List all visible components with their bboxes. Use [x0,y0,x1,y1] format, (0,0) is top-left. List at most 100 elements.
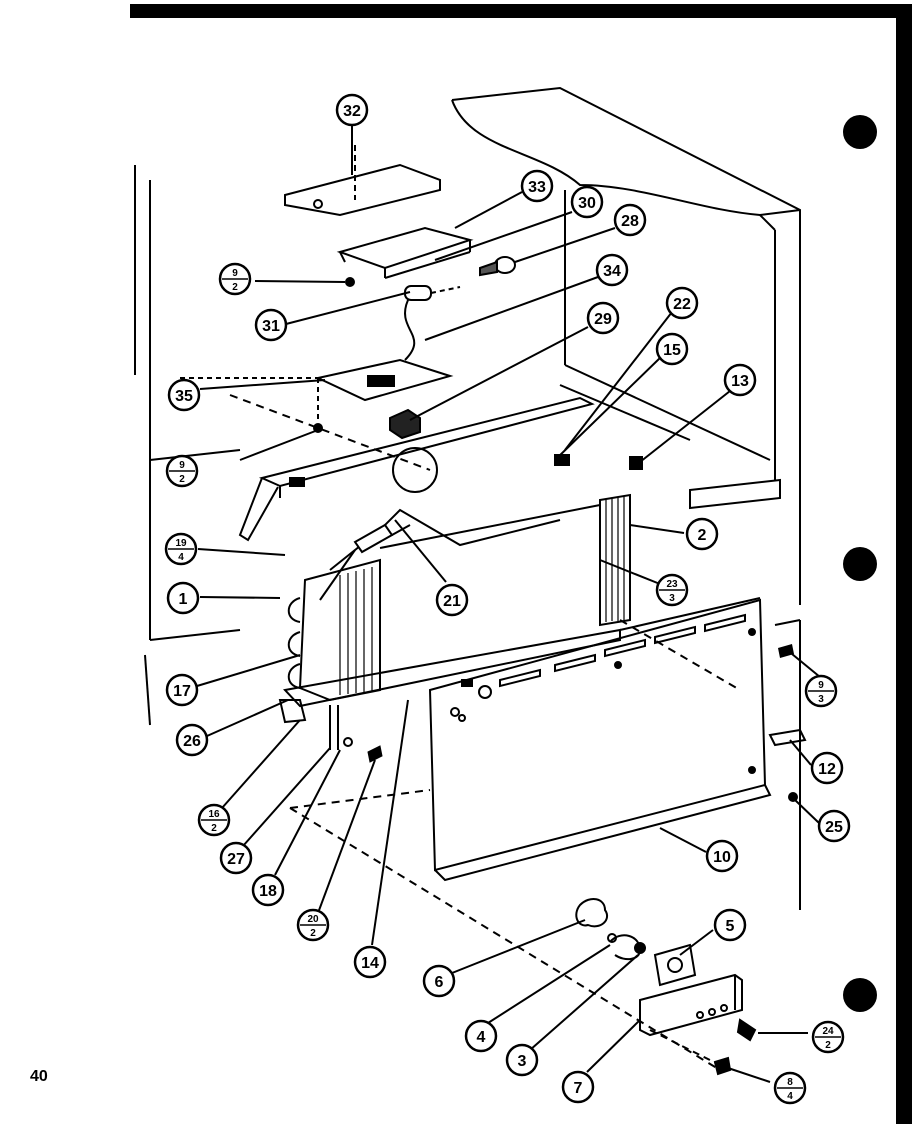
svg-text:31: 31 [262,318,280,335]
svg-text:13: 13 [731,373,749,390]
svg-text:30: 30 [578,195,596,212]
svg-text:2: 2 [232,282,238,293]
svg-text:7: 7 [574,1080,583,1097]
leader-lines [196,125,821,1083]
svg-text:2: 2 [211,823,217,834]
page-number: 40 [30,1068,48,1085]
callout-22: 22 [665,286,699,320]
svg-text:24: 24 [822,1026,834,1037]
callout-28: 28 [613,203,647,237]
clip-12 [768,728,807,747]
svg-text:8: 8 [787,1077,793,1088]
callout-10: 10 [705,839,739,873]
callout-33: 33 [520,169,554,203]
fraction-callout-19-4: 19 4 [164,532,198,566]
svg-text:5: 5 [726,918,735,935]
svg-text:3: 3 [669,593,675,604]
svg-text:2: 2 [825,1040,831,1051]
callout-15: 15 [655,332,689,366]
svg-text:6: 6 [435,974,444,991]
callout-17: 17 [165,673,199,707]
callout-7: 7 [561,1070,595,1104]
svg-text:4: 4 [178,552,184,563]
svg-text:4: 4 [787,1091,793,1102]
svg-text:19: 19 [175,538,187,549]
svg-text:25: 25 [825,819,843,836]
screw-20 [367,745,383,763]
svg-text:2: 2 [179,474,185,485]
svg-text:16: 16 [208,809,220,820]
fraction-callout-9-2-lower: 9 2 [165,454,199,488]
callout-31: 31 [254,308,288,342]
svg-text:12: 12 [818,761,836,778]
right-scan-border [896,4,912,1124]
callout-18: 18 [251,873,285,907]
svg-text:20: 20 [307,914,319,925]
callout-34: 34 [595,253,629,287]
callout-25: 25 [817,809,851,843]
thermostat-bulb-31 [404,285,461,361]
svg-text:35: 35 [175,388,193,405]
cabinet-outline [134,86,801,910]
fraction-callout-24-2: 24 2 [811,1020,845,1054]
svg-text:23: 23 [666,579,678,590]
svg-text:34: 34 [603,263,621,280]
callout-30: 30 [570,185,604,219]
callout-4: 4 [464,1019,498,1053]
drain-trough-26 [278,628,621,750]
fraction-callout-9-2-upper: 9 2 [218,262,252,296]
svg-text:9: 9 [818,680,824,691]
callout-3: 3 [505,1043,539,1077]
svg-text:10: 10 [713,849,731,866]
callout-21: 21 [435,583,469,617]
binder-hole-middle [843,547,877,581]
callout-27: 27 [219,841,253,875]
callout-35: 35 [167,378,201,412]
callout-13: 13 [723,363,757,397]
svg-text:4: 4 [477,1029,486,1046]
fraction-callout-16-2: 16 2 [197,803,231,837]
fan-assembly [575,898,757,1076]
callout-29: 29 [586,301,620,335]
switch-29 [389,408,421,440]
callout-6: 6 [422,964,456,998]
callout-12: 12 [810,751,844,785]
svg-text:2: 2 [698,527,707,544]
callout-1: 1 [166,581,200,615]
evaporator-cover-panel-10 [289,597,772,1071]
fraction-callout-9-3: 9 3 [804,674,838,708]
svg-text:17: 17 [173,683,191,700]
svg-text:22: 22 [673,296,691,313]
svg-text:1: 1 [179,591,188,608]
svg-text:9: 9 [232,268,238,279]
svg-text:15: 15 [663,342,681,359]
binder-hole-top [843,115,877,149]
svg-text:21: 21 [443,593,461,610]
screw-28 [479,256,516,277]
callout-26: 26 [175,723,209,757]
fraction-callout-20-2: 20 2 [296,908,330,942]
callout-2: 2 [685,517,719,551]
fraction-callout-8-4: 8 4 [773,1071,807,1105]
evaporator-front-rail-22 [238,396,643,542]
svg-text:26: 26 [183,733,201,750]
callout-32: 32 [335,93,369,127]
callout-5: 5 [713,908,747,942]
svg-text:14: 14 [361,955,379,972]
svg-text:18: 18 [259,883,277,900]
svg-text:27: 27 [227,851,245,868]
fraction-callout-23-3: 23 3 [655,573,689,607]
bracket-33 [336,226,474,287]
svg-text:32: 32 [343,103,361,120]
top-scan-border [130,4,910,18]
screw-9-3 [778,644,794,658]
callout-14: 14 [353,945,387,979]
svg-text:9: 9 [179,460,185,471]
control-plate-35 [180,358,454,471]
svg-text:2: 2 [310,928,316,939]
svg-text:33: 33 [528,179,546,196]
svg-text:29: 29 [594,311,612,328]
evaporator-cover-plate [284,145,441,217]
